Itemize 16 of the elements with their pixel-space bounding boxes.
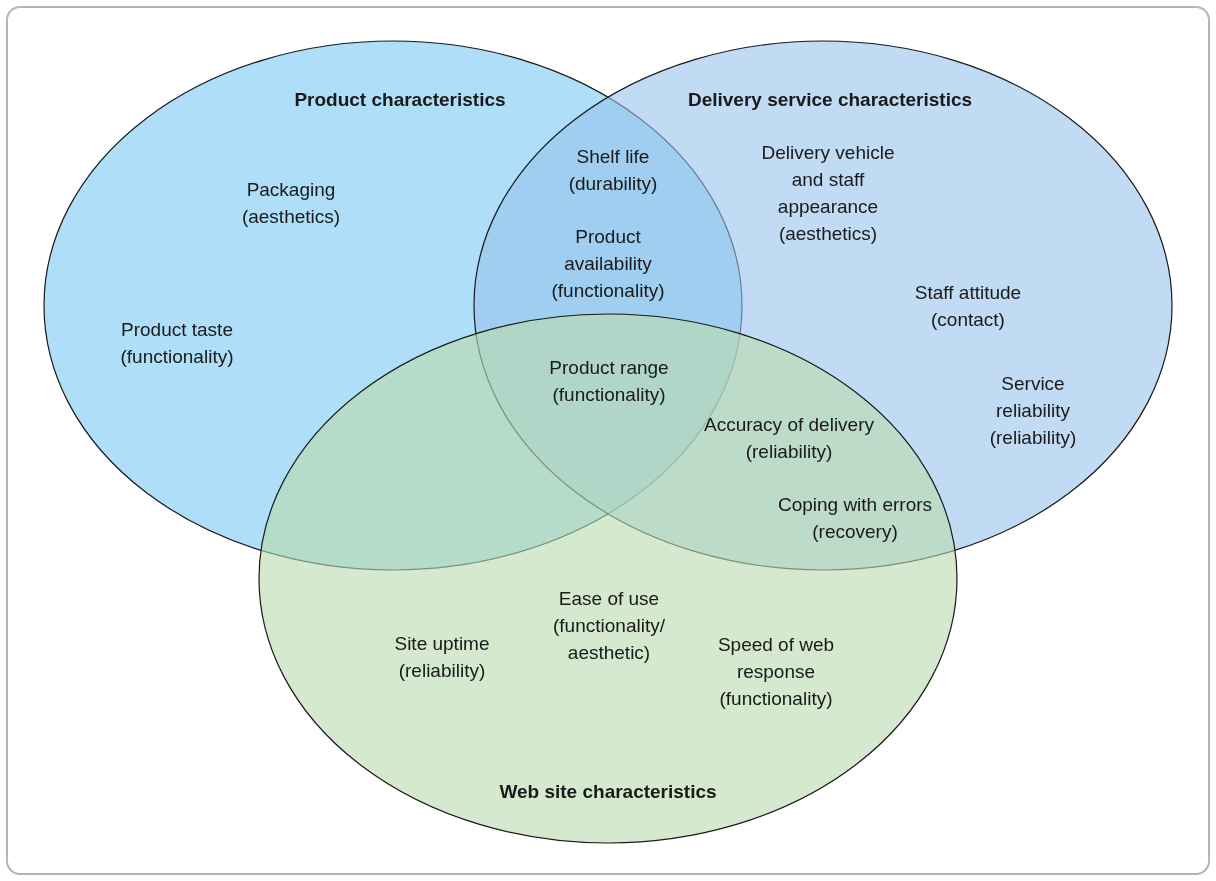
item-label: Staff attitude (contact) [913, 281, 1023, 332]
set-heading: Product characteristics [294, 89, 506, 111]
item-label: Site uptime (reliability) [393, 632, 491, 683]
set-heading: Web site characteristics [499, 781, 717, 803]
item-label: Speed of web response (functionality) [716, 632, 836, 711]
item-label: Product availability (functionality) [550, 224, 666, 303]
item-label: Packaging (aesthetics) [240, 178, 342, 229]
item-label: Product taste (functionality) [119, 318, 235, 369]
item-label: Product range (functionality) [548, 356, 670, 407]
item-label: Coping with errors (recovery) [776, 493, 934, 544]
item-label: Delivery vehicle and staff appearance (aesthetics) [760, 141, 896, 246]
item-label: Ease of use (functionality/ aesthetic) [552, 586, 666, 665]
item-label: Service reliability (reliability) [988, 371, 1078, 450]
item-label: Accuracy of delivery (reliability) [703, 413, 875, 464]
set-heading: Delivery service characteristics [687, 89, 973, 111]
item-label: Shelf life (durability) [567, 145, 659, 196]
